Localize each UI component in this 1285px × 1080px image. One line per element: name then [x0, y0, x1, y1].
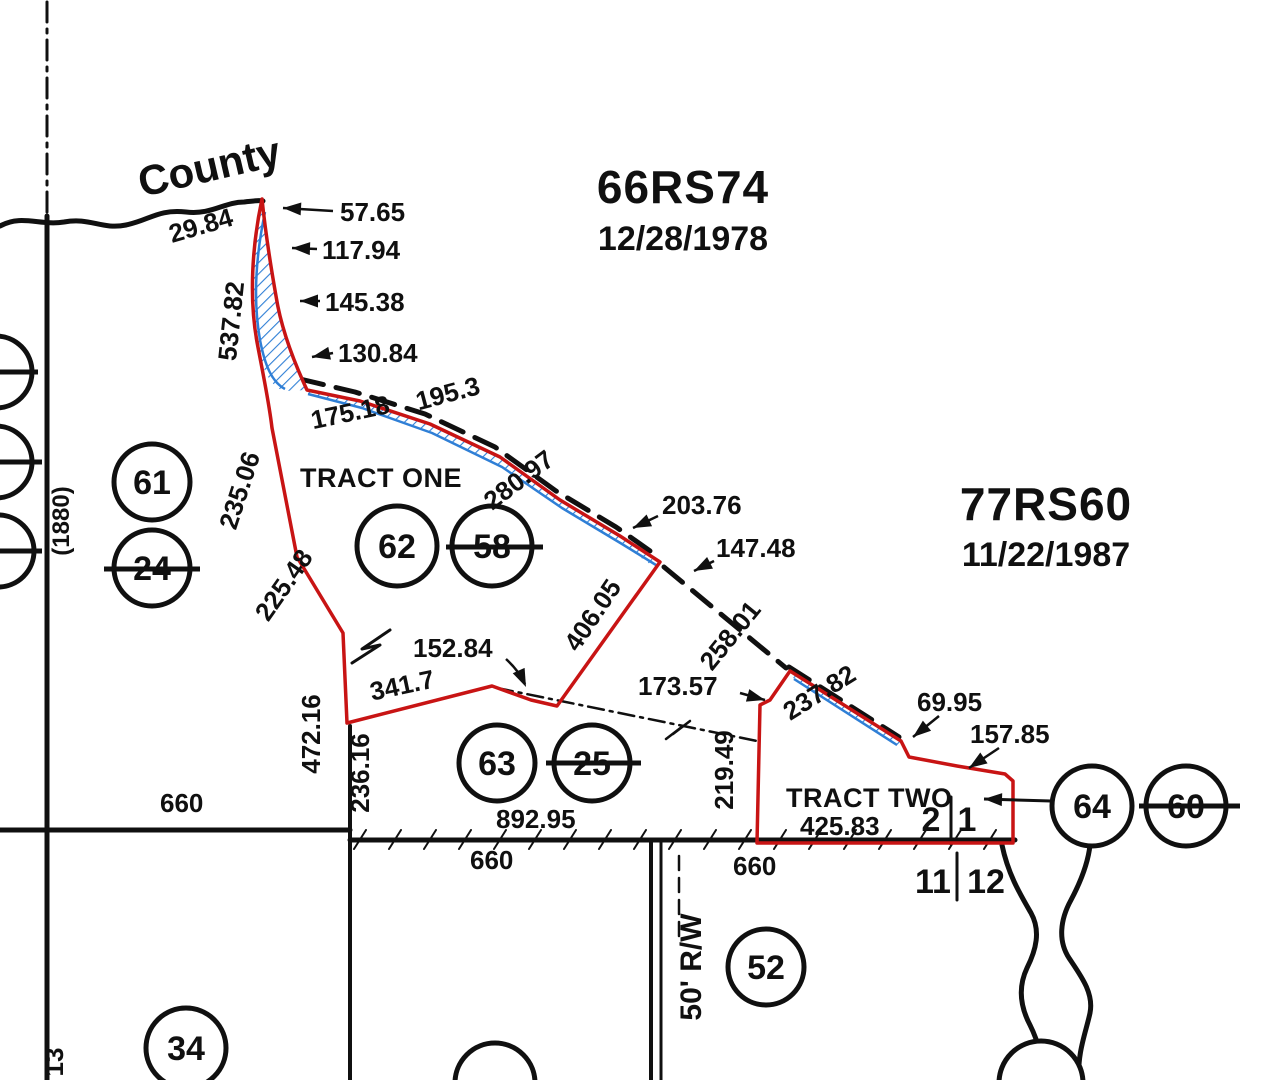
- dim-157-85: 157.85: [970, 719, 1050, 749]
- parcel-number-24: 24: [133, 550, 171, 588]
- dim-195-3: 195.3: [412, 370, 483, 416]
- dim-341-7: 341.7: [367, 664, 437, 707]
- dim-537-82: 537.82: [212, 280, 250, 362]
- parcel-number-34: 34: [167, 1030, 205, 1068]
- annotation-50ft-rw: 50' R/W: [675, 913, 708, 1021]
- tract-one-boundary: [250, 197, 662, 725]
- easement-blue-line-tract-two: [793, 677, 898, 747]
- dim-660-center: 660: [470, 845, 513, 875]
- survey-tie-dashed-line-1: [297, 376, 656, 556]
- annotation-edge-13: 13: [39, 1048, 69, 1077]
- arrowhead-173-57: [745, 689, 765, 702]
- break-mark-zigzag-1: [350, 628, 392, 665]
- county-road-label: County: [133, 127, 285, 205]
- easement-blue-line-diagonal: [307, 392, 657, 567]
- survey-tie-dashed-line-3: [786, 664, 902, 740]
- tract-one-label: TRACT ONE: [300, 463, 462, 493]
- parcel-circle-partial-bottom-center: [452, 1040, 538, 1080]
- section-number-1: 1: [958, 801, 977, 839]
- county-road-line: [0, 198, 266, 229]
- parcel-circle-52: [725, 926, 807, 1008]
- survey-ref-2-date: 11/22/1987: [962, 536, 1130, 574]
- dim-29-84: 29.84: [165, 202, 236, 249]
- arrowhead-69-95: [913, 720, 932, 737]
- parcel-number-58: 58: [473, 528, 511, 566]
- parcel-number-62: 62: [378, 528, 416, 566]
- arrowhead-117-94: [292, 242, 311, 256]
- parcel-circle-34: [143, 1005, 229, 1080]
- arrowhead-57-65: [283, 202, 302, 216]
- parcel-number-64: 64: [1073, 788, 1111, 826]
- parcel-number-52: 52: [747, 949, 785, 987]
- easement-hatch-neck: [252, 199, 307, 391]
- creek-bank-line-east: [1059, 842, 1094, 1080]
- dim-225-48: 225.48: [249, 544, 319, 626]
- dim-173-57: 173.57: [638, 671, 718, 701]
- dim-130-84: 130.84: [338, 338, 418, 368]
- parcel-circle-64: [1049, 763, 1135, 849]
- easement-blue-line-neck: [254, 211, 286, 391]
- dim-145-38: 145.38: [325, 287, 405, 317]
- dim-57-65: 57.65: [340, 197, 405, 227]
- section-line-hatch-ticks: [353, 829, 997, 850]
- arrowhead-157-85: [969, 752, 988, 768]
- dim-660-east: 660: [733, 851, 776, 881]
- annotation-1880: (1880): [48, 486, 75, 555]
- parcel-circle-61: [111, 441, 193, 523]
- arrowhead-parcel-64: [984, 793, 1003, 807]
- old-boundary-dash-dot-line: [495, 686, 759, 743]
- dim-660-west: 660: [160, 788, 203, 818]
- dim-235-06: 235.06: [213, 448, 266, 533]
- survey-ref-1-id: 66RS74: [597, 161, 769, 213]
- dim-147-48: 147.48: [716, 533, 796, 563]
- arrowhead-152-84: [512, 667, 526, 687]
- dim-472-16: 472.16: [296, 694, 326, 774]
- dim-892-95: 892.95: [496, 804, 576, 834]
- arrowhead-130-84: [312, 346, 331, 360]
- dim-425-83: 425.83: [800, 811, 880, 841]
- break-mark-zigzag-2: [664, 719, 692, 741]
- section-number-11: 11: [915, 863, 951, 901]
- arrowhead-145-38: [300, 294, 318, 308]
- parcel-circle-62: [354, 503, 440, 589]
- dim-236-16: 236.16: [345, 733, 375, 813]
- survey-ref-1-date: 12/28/1978: [598, 220, 768, 258]
- survey-ref-2-id: 77RS60: [960, 478, 1132, 530]
- arrowhead-203-76: [633, 514, 653, 528]
- dim-69-95: 69.95: [917, 687, 982, 717]
- parcel-number-25: 25: [573, 745, 611, 783]
- tract-two-label: TRACT TWO: [786, 783, 952, 813]
- parcel-number-63: 63: [478, 745, 516, 783]
- section-number-12: 12: [967, 863, 1005, 901]
- dim-219-49: 219.49: [709, 730, 739, 810]
- dim-117-94: 117.94: [322, 235, 401, 265]
- parcel-number-61: 61: [133, 464, 171, 502]
- survey-tie-dashed-line-2: [661, 564, 789, 671]
- tract-two-boundary: [755, 669, 1015, 845]
- dim-203-76: 203.76: [662, 490, 742, 520]
- section-number-2: 2: [922, 801, 941, 839]
- parcel-circle-partial-bottom-right: [996, 1038, 1086, 1080]
- dim-406-05: 406.05: [558, 574, 627, 657]
- dim-152-84: 152.84: [413, 633, 493, 663]
- arrowhead-147-48: [694, 557, 713, 571]
- parcel-number-60: 60: [1167, 788, 1205, 826]
- dim-258-01: 258.01: [693, 595, 766, 676]
- parcel-circle-63: [456, 722, 538, 804]
